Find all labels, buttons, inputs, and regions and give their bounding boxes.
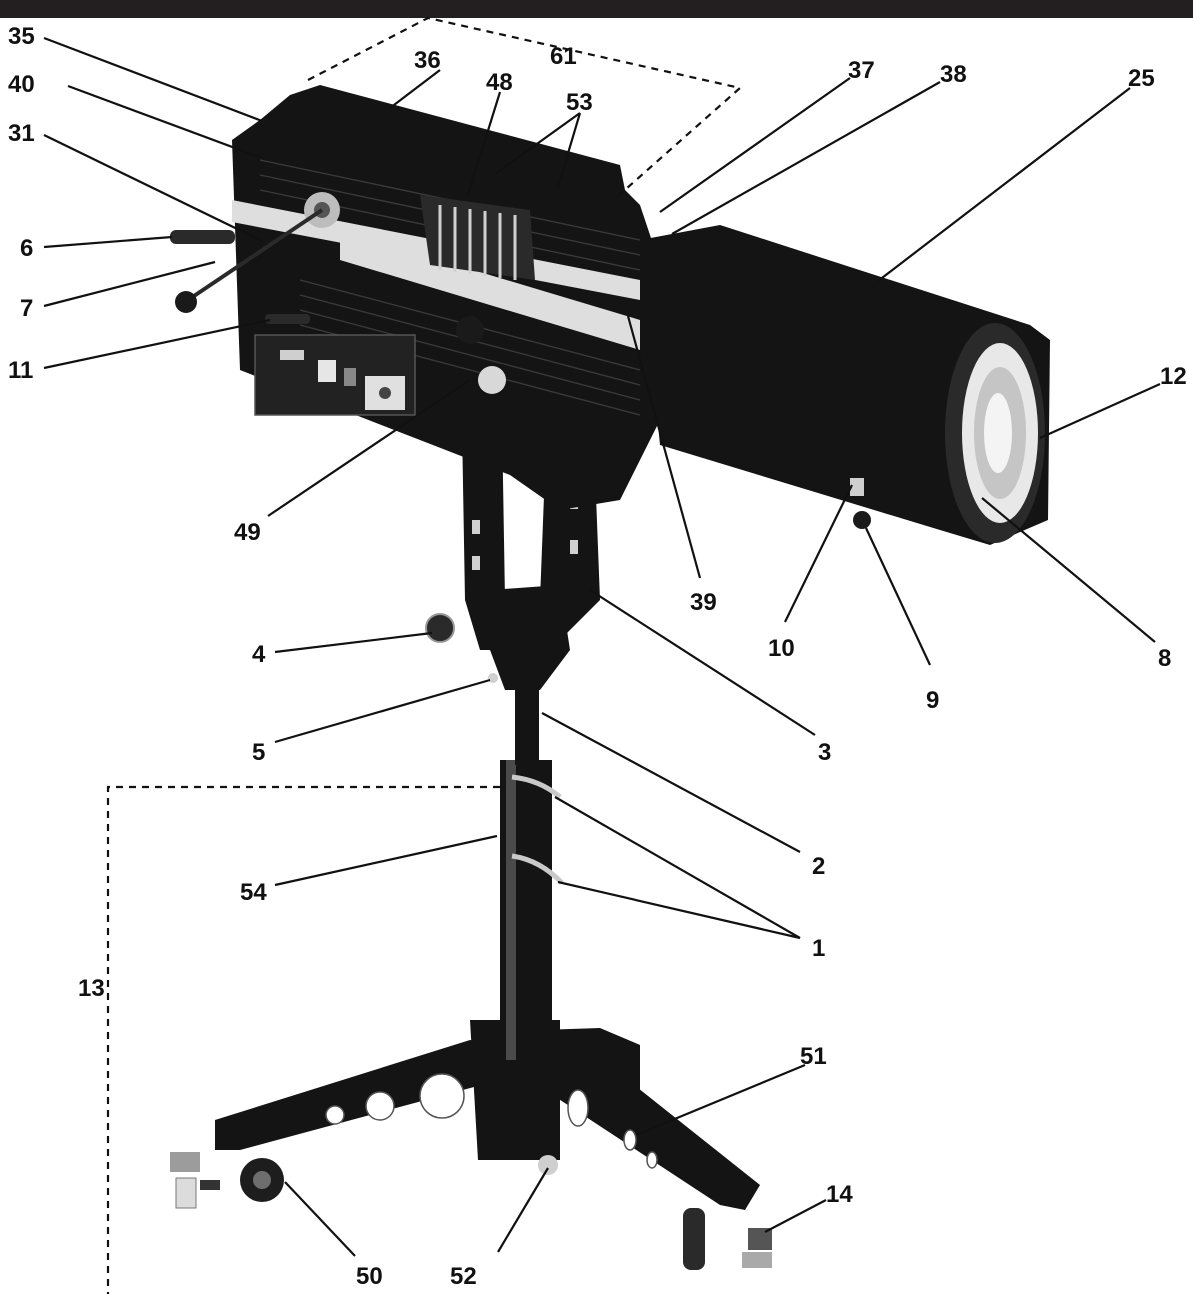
callout-35: 35 — [8, 23, 35, 50]
callout-11: 11 — [8, 357, 33, 384]
callout-49: 49 — [234, 519, 261, 546]
callout-4: 4 — [252, 641, 266, 668]
leader-35 — [43, 36, 263, 123]
callout-40: 40 — [8, 71, 35, 98]
leader-lines — [43, 36, 1161, 1257]
callout-6: 6 — [20, 235, 33, 262]
leader-10 — [784, 484, 853, 623]
column — [500, 680, 564, 1060]
callout-51: 51 — [800, 1043, 827, 1070]
leader-6 — [43, 235, 173, 249]
callout-12: 12 — [1160, 363, 1187, 390]
callout-13: 13 — [78, 975, 105, 1002]
leader-39 — [626, 315, 702, 579]
callout-14: 14 — [826, 1181, 853, 1208]
leader-52 — [497, 1167, 549, 1253]
callout-50: 50 — [356, 1263, 383, 1290]
callout-3: 3 — [818, 739, 831, 766]
lamp-house — [170, 85, 660, 510]
callout-labels: 35 40 31 6 7 11 36 48 53 61 37 38 25 12 … — [8, 23, 1187, 1290]
leader-53a — [494, 112, 581, 175]
leader-37 — [659, 77, 851, 213]
callout-10: 10 — [768, 635, 795, 662]
group-bracket-13 — [106, 785, 500, 1294]
leader-51 — [635, 1063, 806, 1137]
callout-39: 39 — [690, 589, 717, 616]
leader-40 — [67, 84, 263, 160]
leader-2 — [541, 712, 801, 853]
top-bar — [0, 0, 1193, 18]
callout-61: 61 — [550, 43, 577, 70]
callout-36: 36 — [414, 47, 441, 74]
leader-1a — [554, 796, 801, 939]
leader-11 — [43, 318, 271, 370]
callout-52: 52 — [450, 1263, 477, 1290]
leader-4 — [274, 631, 433, 654]
callout-48: 48 — [486, 69, 513, 96]
leader-54 — [274, 834, 498, 887]
casters — [170, 1152, 772, 1270]
leader-12 — [1039, 382, 1161, 440]
callout-38: 38 — [940, 61, 967, 88]
leader-1b — [557, 880, 801, 940]
leader-7 — [43, 260, 216, 308]
callout-25: 25 — [1128, 65, 1155, 92]
leader-48 — [466, 91, 502, 196]
callout-9: 9 — [926, 687, 939, 714]
callout-31: 31 — [8, 120, 35, 147]
leader-50 — [284, 1181, 356, 1257]
callout-7: 7 — [20, 295, 33, 322]
leader-9 — [865, 527, 931, 666]
callout-8: 8 — [1158, 645, 1171, 672]
leader-25 — [877, 87, 1131, 282]
base-stand — [215, 1020, 760, 1210]
leader-38 — [671, 81, 941, 235]
leader-31 — [43, 134, 263, 242]
leader-5 — [274, 678, 491, 744]
leader-49 — [267, 379, 471, 517]
leader-8 — [981, 497, 1156, 643]
leader-14 — [764, 1199, 827, 1233]
callout-1: 1 — [812, 935, 825, 962]
callout-2: 2 — [812, 853, 825, 880]
callout-54: 54 — [240, 879, 267, 906]
leader-36 — [389, 69, 441, 109]
leader-53b — [556, 112, 582, 188]
callout-37: 37 — [848, 57, 875, 84]
callout-5: 5 — [252, 739, 265, 766]
group-bracket-61 — [307, 16, 743, 197]
followspot-illustration — [170, 85, 1050, 1270]
lens-barrel — [640, 225, 1050, 545]
callout-53: 53 — [566, 89, 593, 116]
leader-3 — [589, 589, 816, 736]
